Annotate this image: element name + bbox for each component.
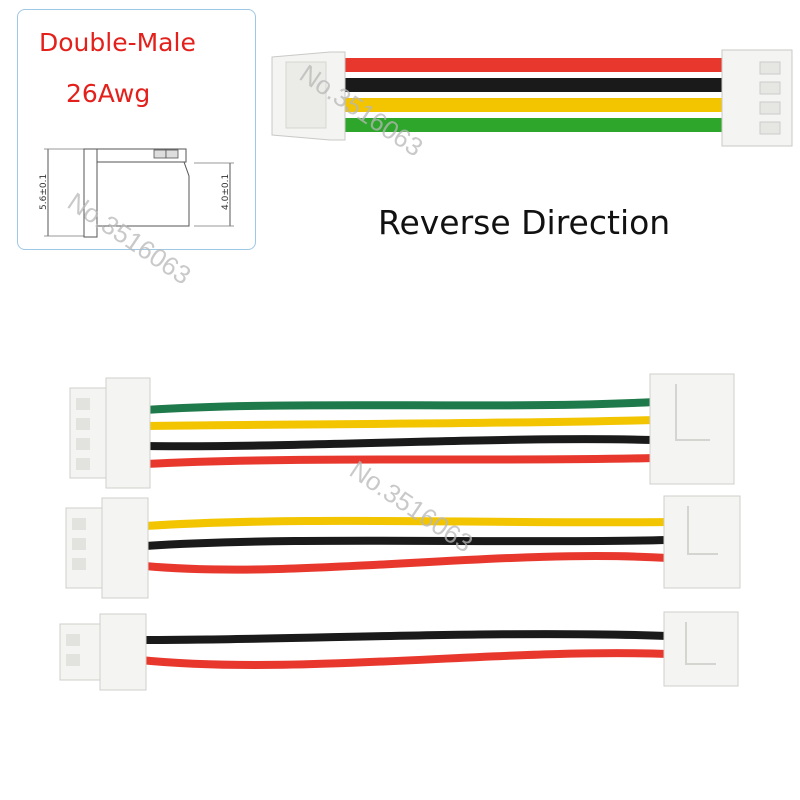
gauge-label: 26Awg [66, 79, 151, 108]
inner-dimension: 4.0±0.1 [221, 174, 231, 210]
wire-red [141, 552, 672, 574]
wire-black [141, 536, 672, 550]
wire-black [141, 435, 659, 451]
type-label: Double-Male [39, 28, 196, 57]
cable-4pin [69, 373, 735, 489]
spec-box: Double-Male 26Awg 5.6±0.1 4.0±0.1 [17, 9, 256, 250]
wire-yellow [141, 416, 659, 430]
wire-yellow [340, 98, 724, 112]
height-dimension: 5.6±0.1 [39, 174, 49, 210]
wire-red [340, 58, 724, 72]
wire-green [141, 398, 659, 414]
wire-red [136, 649, 672, 669]
wire-red [141, 454, 659, 468]
cable-2pin [59, 611, 739, 691]
connector-dimension-drawing: 5.6±0.1 4.0±0.1 [39, 148, 234, 238]
cable-3pin [65, 495, 741, 599]
flat-cable [271, 49, 793, 147]
wire-black [136, 630, 672, 644]
reverse-direction-heading: Reverse Direction [378, 203, 671, 242]
wire-yellow [141, 516, 672, 530]
wire-green [340, 118, 724, 132]
wire-black [340, 78, 724, 92]
